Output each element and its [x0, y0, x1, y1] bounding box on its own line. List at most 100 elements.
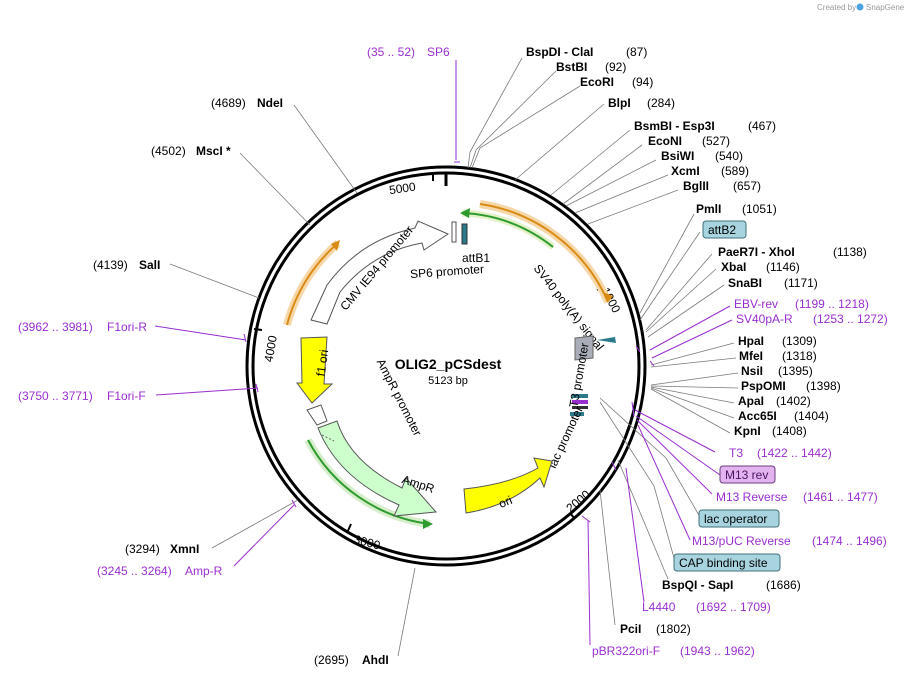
primer-l4440[interactable]: L4440: [642, 600, 676, 614]
ori-label: ori: [497, 493, 515, 511]
site-paer7i-xhoi[interactable]: PaeR7I - XhoI: [718, 245, 795, 259]
ampr-promoter-arrow: [306, 404, 328, 426]
sv40-polya-block: [574, 335, 594, 361]
t3-primer-connector: [634, 409, 716, 453]
primer-amp-r-range: (3245 .. 3264): [97, 564, 172, 578]
sv40-green-arrow: [461, 212, 554, 248]
site-blpi-pos: (284): [647, 96, 675, 110]
cap-label[interactable]: CAP binding site: [679, 556, 768, 570]
ori-arrow: [463, 457, 553, 514]
lac-operator-box: [698, 509, 780, 528]
ahdi-connector: [397, 567, 416, 657]
primer-m13rev[interactable]: M13 rev: [725, 468, 768, 482]
site-mfei[interactable]: MfeI: [739, 349, 763, 363]
primer-m13puc[interactable]: M13/pUC Reverse: [692, 534, 791, 548]
cmv-outer-arrowhead: [331, 240, 340, 251]
site-kpni[interactable]: KpnI: [734, 424, 761, 438]
m13reverse-connector: [636, 419, 713, 495]
xmni-connector: [211, 499, 299, 549]
site-econi[interactable]: EcoNI: [648, 134, 682, 148]
bsiwi-connector: [565, 159, 657, 207]
site-bspqi-sapi[interactable]: BspQI - SapI: [662, 578, 733, 592]
lac-promoter-mark: [570, 412, 584, 416]
enzyme-labels: BspDI - ClaI (87) BstBI (92) EcoRI (94) …: [93, 45, 867, 667]
site-pcii-pos: (1802): [656, 622, 691, 636]
blpi-connector: [514, 103, 605, 181]
site-sali[interactable]: SalI: [139, 258, 160, 272]
primer-f1ori-f[interactable]: F1ori-F: [107, 389, 146, 403]
primer-sp6[interactable]: SP6: [427, 45, 450, 59]
site-bsiwi[interactable]: BsiWI: [661, 149, 694, 163]
site-xbai[interactable]: XbaI: [721, 260, 746, 274]
site-bspdi-clai[interactable]: BspDI - ClaI: [526, 45, 593, 59]
pcii-connector: [599, 489, 616, 626]
cmv-promoter-arrow: [310, 220, 450, 325]
primer-m13rev-box: [719, 465, 776, 484]
primer-f1ori-r[interactable]: F1ori-R: [107, 320, 147, 334]
site-snabi-pos: (1171): [784, 276, 818, 290]
kpni-connector: [650, 388, 731, 434]
primer-m13reverse[interactable]: M13 Reverse: [716, 490, 788, 504]
site-acc65i[interactable]: Acc65I: [738, 409, 777, 423]
site-pcii[interactable]: PciI: [620, 622, 641, 636]
site-blpi[interactable]: BlpI: [608, 96, 631, 110]
site-apai[interactable]: ApaI: [738, 394, 764, 408]
attb2-label[interactable]: attB2: [708, 223, 736, 237]
primer-amp-r[interactable]: Amp-R: [185, 564, 223, 578]
t3-promoter-mark: [572, 394, 588, 398]
tick-label-3000: 3000: [352, 532, 382, 553]
sali-connector: [169, 263, 260, 299]
site-ndei[interactable]: NdeI: [257, 96, 283, 110]
site-mfei-pos: (1318): [782, 349, 817, 363]
l4440-mark: [611, 461, 617, 471]
ampr-arrow: [317, 420, 438, 517]
ebv-mark: [635, 345, 641, 353]
site-paer7i-xhoi-pos: (1138): [833, 245, 867, 259]
mfei-connector: [650, 357, 737, 368]
tick-label-2000: 2000: [563, 487, 593, 515]
primer-connectors: [154, 60, 733, 646]
primer-m13puc-range: (1474 .. 1496): [812, 534, 887, 548]
f1-ori-arrow: [296, 336, 334, 404]
site-bglii[interactable]: BglII: [683, 179, 709, 193]
primer-ebv-rev[interactable]: EBV-rev: [734, 297, 778, 311]
ecori-connector: [471, 85, 581, 169]
f1ori-r-mark: [243, 333, 247, 343]
site-hpai[interactable]: HpaI: [738, 334, 764, 348]
primer-pbr322ori[interactable]: pBR322ori-F: [592, 644, 660, 658]
site-xmni-pos: (3294): [125, 542, 160, 556]
site-bsmbi-esp3i[interactable]: BsmBI - Esp3I: [634, 119, 715, 133]
site-pspomi-pos: (1398): [806, 379, 841, 393]
primer-t3-range: (1422 .. 1442): [757, 446, 832, 460]
sv40-green-halo: [461, 209, 556, 250]
plasmid-length: 5123 bp: [428, 375, 468, 387]
t3-primer-mark: [631, 401, 635, 417]
site-ecori-pos: (94): [632, 75, 653, 89]
pbr322-connector: [587, 519, 591, 646]
site-xmni[interactable]: XmnI: [170, 542, 199, 556]
site-econi-pos: (527): [702, 134, 730, 148]
msci-connector: [239, 152, 311, 226]
site-pspomi[interactable]: PspOMI: [741, 379, 786, 393]
sp6-promoter-label: SP6 promoter: [410, 262, 485, 281]
site-pmli[interactable]: PmlI: [696, 202, 721, 216]
site-acc65i-pos: (1404): [794, 409, 829, 423]
site-msci[interactable]: MscI *: [196, 144, 231, 158]
site-snabi[interactable]: SnaBI: [728, 276, 762, 290]
site-ecori[interactable]: EcoRI: [580, 75, 614, 89]
site-apai-pos: (1402): [776, 394, 811, 408]
site-xcmi[interactable]: XcmI: [671, 164, 700, 178]
tick-4000: [253, 328, 263, 331]
hpai-connector: [650, 342, 735, 366]
apai-connector: [650, 386, 735, 404]
site-ahdi[interactable]: AhdI: [362, 653, 389, 667]
site-bstbi[interactable]: BstBI: [556, 60, 587, 74]
primer-t3[interactable]: T3: [729, 446, 743, 460]
site-sali-pos: (4139): [93, 258, 128, 272]
xbai-connector: [645, 268, 717, 333]
lac-operator-label[interactable]: lac operator: [704, 512, 767, 526]
primer-sv40pa-r[interactable]: SV40pA-R: [736, 312, 793, 326]
site-ahdi-pos: (2695): [314, 653, 349, 667]
site-nsii[interactable]: NsiI: [741, 364, 763, 378]
